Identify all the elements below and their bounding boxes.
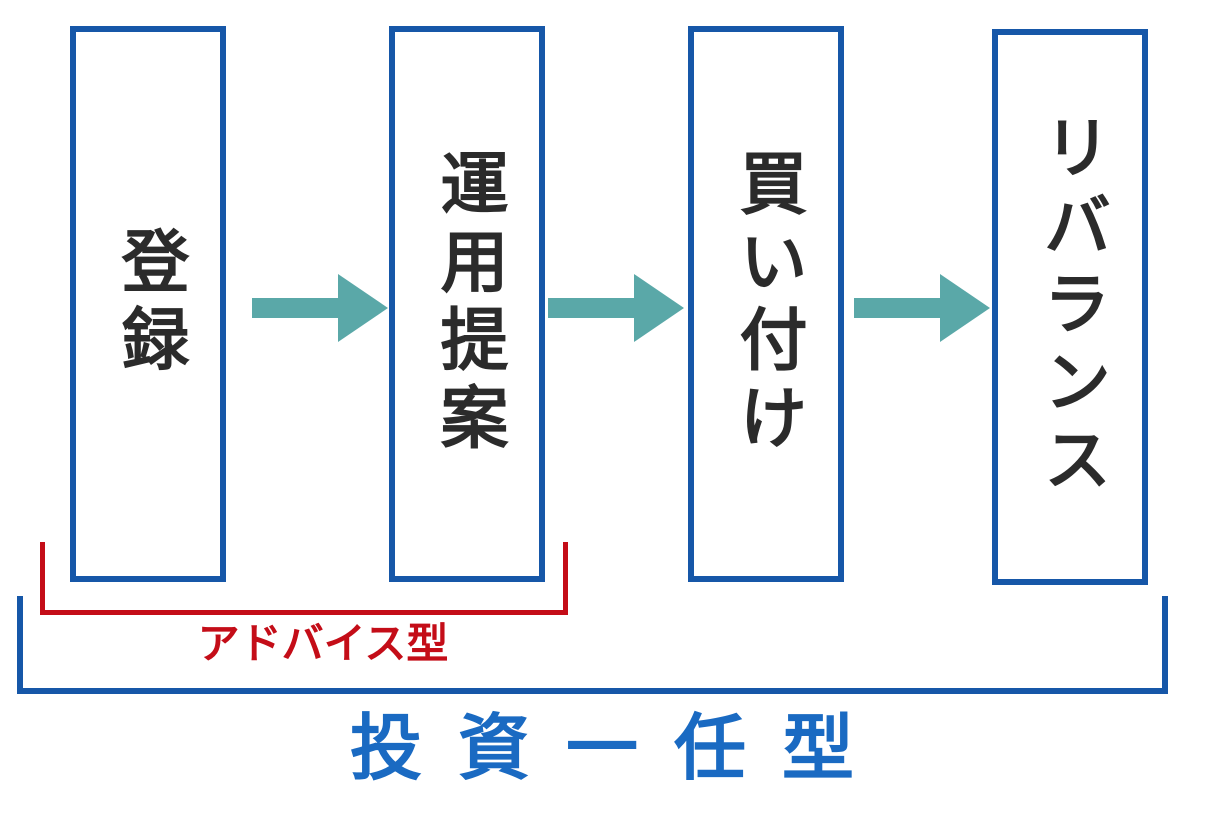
right-arrow-icon	[548, 274, 684, 342]
discretionary-bracket	[17, 596, 1168, 694]
step-box-rebalance: リバランス	[992, 29, 1148, 585]
step-label-rebalance: リバランス	[1031, 112, 1110, 502]
step-box-purchase: 買い付け	[688, 26, 844, 582]
step-box-proposal: 運用提案	[389, 26, 545, 582]
step-label-proposal: 運用提案	[428, 148, 507, 460]
right-arrow-icon	[252, 274, 388, 342]
discretionary-type-label: 投資一任型	[349, 706, 890, 790]
advice-bracket	[40, 542, 568, 615]
right-arrow-icon	[854, 274, 990, 342]
advice-type-label: アドバイス型	[197, 619, 449, 668]
step-box-registration: 登録	[70, 26, 226, 582]
step-label-registration: 登録	[109, 226, 188, 382]
step-label-purchase: 買い付け	[727, 148, 806, 460]
